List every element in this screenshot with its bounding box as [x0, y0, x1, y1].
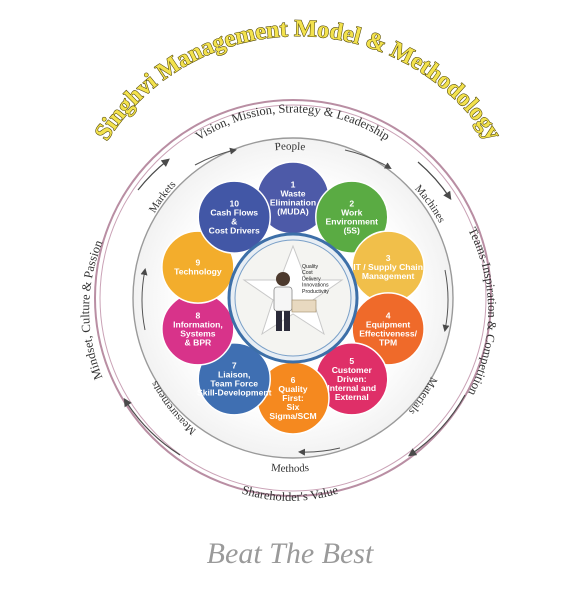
- outer-top-label: Vision, Mission, Strategy & Leadership: [193, 101, 393, 143]
- tagline: Beat The Best: [207, 537, 374, 570]
- center-text-line: Cost: [302, 270, 313, 276]
- petal-text: &: [231, 217, 237, 227]
- outer-bottom-label: Shareholder's Value: [240, 483, 340, 504]
- petal-text: Work: [341, 208, 363, 218]
- petal-text: Systems: [180, 328, 216, 338]
- petal-text: Technology: [174, 267, 222, 277]
- petal-text: Six: [287, 402, 300, 412]
- petal-text: Skill-Development: [197, 387, 272, 397]
- petal-text: Equipment: [366, 319, 411, 329]
- outer-right-label: Teams-Inspiration & Competition: [465, 225, 499, 399]
- petal-number: 5: [349, 356, 354, 366]
- petal-text: Team Force: [210, 378, 258, 388]
- petal-text: IT / Supply Chain: [353, 262, 423, 272]
- petal-number: 9: [196, 258, 201, 268]
- petal-circle: [197, 342, 271, 416]
- methods-label: Methods: [270, 462, 309, 475]
- petal-text: Effectiveness/: [359, 328, 417, 338]
- petal-text: Liaison,: [218, 369, 250, 379]
- petal-text: Cost Drivers: [209, 226, 260, 236]
- center-text-line: Delivery: [302, 276, 321, 282]
- center-star-shape: [242, 244, 344, 336]
- petal-text: Customer: [332, 365, 373, 375]
- petal-number: 1: [291, 180, 296, 190]
- petal-text: Quality: [278, 384, 307, 394]
- petal-circle: [197, 180, 271, 254]
- petal-number: 8: [196, 310, 201, 320]
- petal-circle: [315, 180, 389, 254]
- people-label: People: [274, 141, 306, 154]
- center-text-line: Innovations: [302, 283, 329, 289]
- center-text-line: Quality: [302, 264, 319, 270]
- petal-text: Information,: [173, 319, 223, 329]
- petal-number: 2: [349, 199, 354, 209]
- petal-text: Environment: [326, 217, 379, 227]
- petal-text: Driven:: [337, 374, 367, 384]
- petal-number: 6: [291, 375, 296, 385]
- center-text-block: QualityCostDeliveryInnovationsProductivi…: [302, 264, 329, 295]
- petal-text: Cash Flows: [210, 208, 258, 218]
- petal-number: 4: [386, 310, 391, 320]
- petal-text: Elimination: [270, 198, 316, 208]
- center-hub: QualityCostDeliveryInnovationsProductivi…: [227, 232, 359, 364]
- diagram-title: Singhvi Management Model & Methodology: [90, 16, 506, 145]
- petal-text: Waste: [281, 189, 306, 199]
- petal-text: TPM: [379, 337, 397, 347]
- petal-text: (5S): [344, 226, 360, 236]
- center-text-line: Productivity: [302, 289, 329, 295]
- petal-text: Management: [362, 271, 415, 281]
- petal-number: 3: [386, 253, 391, 263]
- petal-circle: [351, 292, 425, 366]
- presenter-figure: [273, 272, 317, 331]
- petal-number: 7: [232, 360, 237, 370]
- petal-circle: [161, 230, 235, 304]
- petal-text: & BPR: [185, 337, 213, 347]
- outer-arrow-ring: [123, 158, 466, 457]
- petal-number: 10: [229, 199, 239, 209]
- petal-text: Sigma/SCM: [269, 411, 316, 421]
- petal-text: (MUDA): [277, 207, 309, 217]
- inner-arrow-ring: [140, 147, 450, 456]
- petal-text: Internal and: [327, 383, 376, 393]
- petal-text: External: [335, 392, 369, 402]
- petal-text: First:: [282, 393, 304, 403]
- outer-left-label: Mindset, Culture & Passion: [78, 237, 106, 381]
